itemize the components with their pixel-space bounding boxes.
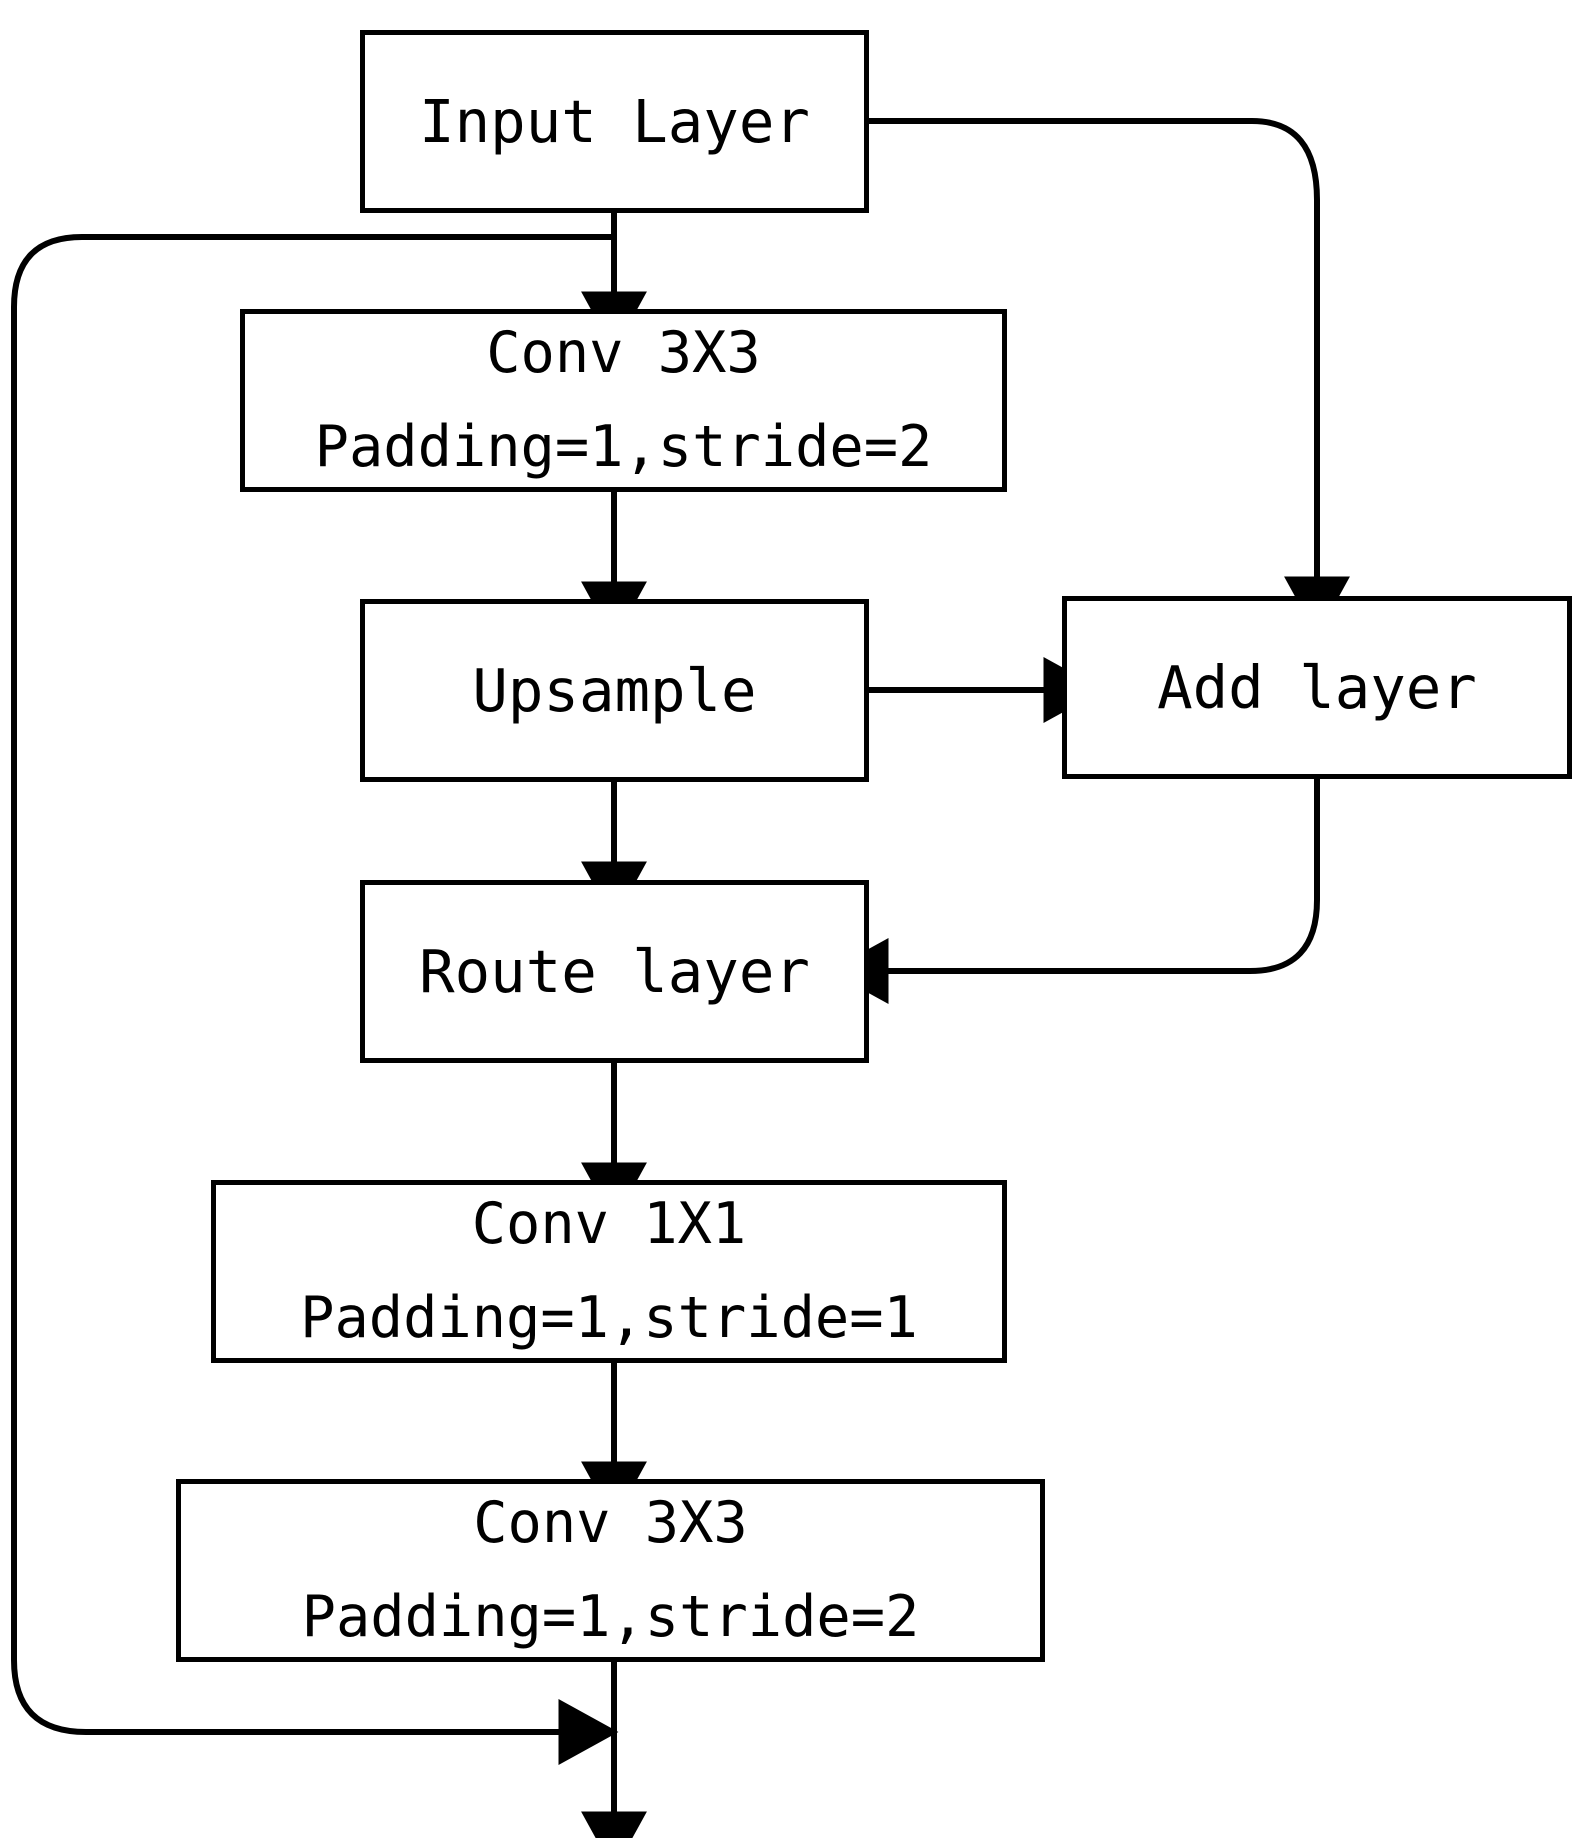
upsample-label: Upsample (472, 655, 757, 725)
input-layer-box[interactable]: Input Layer (360, 30, 869, 213)
conv-1x1-title: Conv 1X1 (471, 1191, 747, 1258)
conv-3x3-top-title: Conv 3X3 (486, 320, 761, 387)
input-layer-label: Input Layer (419, 86, 810, 156)
edge-add-layer-to-route (828, 779, 1320, 1004)
edge-input-to-add-layer (869, 118, 1350, 637)
conv-3x3-top-box[interactable]: Conv 3X3 Padding=1,stride=2 (240, 309, 1007, 492)
conv-3x3-bottom-box[interactable]: Conv 3X3 Padding=1,stride=2 (176, 1479, 1045, 1662)
conv-1x1-params: Padding=1,stride=1 (300, 1284, 918, 1351)
conv-1x1-box[interactable]: Conv 1X1 Padding=1,stride=1 (211, 1180, 1007, 1363)
route-layer-box[interactable]: Route layer (360, 880, 869, 1063)
edge-skip-connection-left (11, 234, 619, 1765)
upsample-box[interactable]: Upsample (360, 599, 869, 782)
add-layer-label: Add layer (1157, 652, 1477, 722)
conv-3x3-top-params: Padding=1,stride=2 (314, 413, 933, 480)
route-layer-label: Route layer (419, 936, 810, 1006)
conv-3x3-bottom-title: Conv 3X3 (473, 1490, 748, 1557)
add-layer-box[interactable]: Add layer (1062, 596, 1572, 779)
conv-3x3-bottom-params: Padding=1,stride=2 (301, 1583, 920, 1650)
